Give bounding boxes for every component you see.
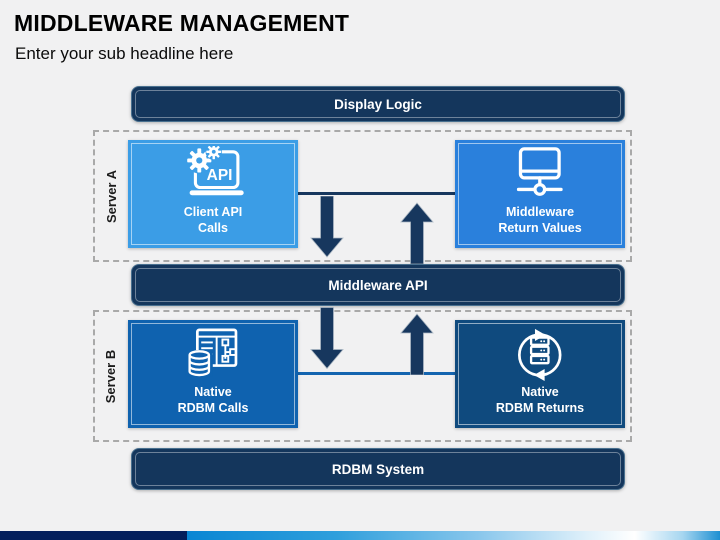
- connector-line-a: [298, 192, 455, 195]
- client-api-calls-box: API: [128, 140, 298, 248]
- page-title: MIDDLEWARE MANAGEMENT: [14, 10, 350, 36]
- footer-accent-navy: [0, 531, 187, 540]
- server-b-section: [93, 310, 632, 442]
- display-logic-bar: Display Logic: [131, 86, 625, 122]
- database-app-icon: [185, 328, 238, 377]
- monitor-network-icon: [517, 147, 563, 196]
- middleware-return-values-label: Middleware Return Values: [498, 205, 582, 235]
- server-a-section: [93, 130, 632, 262]
- page-subtitle: Enter your sub headline here: [15, 44, 234, 63]
- up-arrow-a: [400, 202, 434, 264]
- middleware-api-label: Middleware API: [328, 277, 428, 293]
- server-a-label-wrap: Server A: [95, 130, 127, 262]
- server-b-label-wrap: Server B: [95, 310, 127, 442]
- up-arrow-b: [400, 313, 434, 375]
- footer-accent-gradient: [187, 531, 720, 540]
- connector-line-b: [298, 372, 455, 375]
- native-rdbm-calls-label: Native RDBM Calls: [177, 385, 249, 415]
- rdbm-system-bar: RDBM System: [131, 448, 625, 490]
- server-b-label: Server B: [103, 349, 119, 403]
- client-api-calls-label: Client API Calls: [183, 205, 243, 235]
- down-arrow-b: [310, 307, 344, 370]
- native-rdbm-calls-box: Native RDBM Calls: [128, 320, 298, 428]
- display-logic-label: Display Logic: [334, 96, 422, 112]
- native-rdbm-returns-label: Native RDBM Returns: [495, 385, 585, 415]
- middleware-api-bar: Middleware API: [131, 264, 625, 306]
- server-a-label: Server A: [103, 169, 119, 223]
- svg-text:API: API: [207, 167, 233, 184]
- native-rdbm-returns-box: Native RDBM Returns: [455, 320, 625, 428]
- down-arrow-a: [310, 196, 344, 258]
- api-laptop-icon: API: [186, 146, 244, 196]
- middleware-return-values-box: Middleware Return Values: [455, 140, 625, 248]
- rdbm-system-label: RDBM System: [331, 461, 425, 477]
- server-sync-icon: [518, 328, 562, 382]
